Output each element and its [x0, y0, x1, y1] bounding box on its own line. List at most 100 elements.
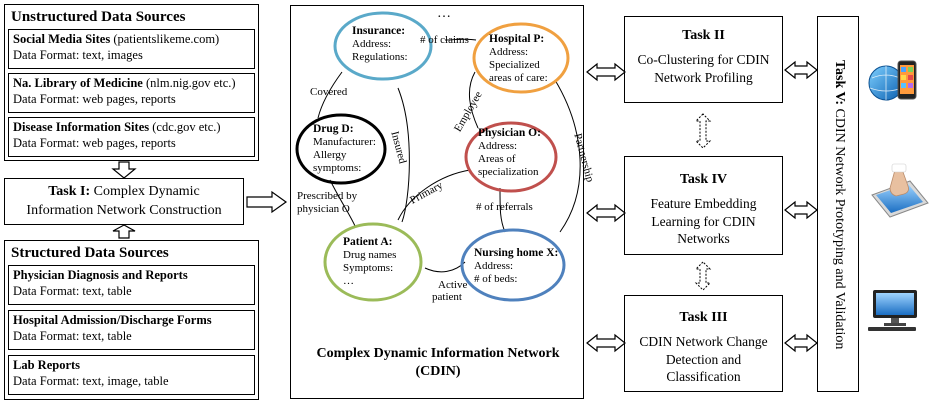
desktop-computer-icon — [868, 290, 917, 331]
task2-line2: Network Profiling — [654, 69, 753, 85]
source-format: Data Format: text, images — [13, 47, 143, 62]
cdin-ellipsis-top: … — [437, 6, 451, 21]
node-patient-ellipse — [323, 222, 423, 302]
source-format: Data Format: text, table — [13, 283, 132, 298]
source-url: (nlm.nig.gov etc.) — [142, 76, 236, 90]
task4-line3: Networks — [677, 231, 730, 247]
edge-hospital-physician — [468, 71, 479, 129]
network-nodes — [295, 11, 570, 302]
node-insurance-l1: Address: — [352, 38, 392, 51]
edge-hospital-nursing — [554, 79, 581, 233]
source-item-hospital: Hospital Admission/Discharge Forms Data … — [8, 310, 255, 350]
double-arrow-task2-task5 — [784, 60, 818, 80]
task3-box: Task III CDIN Network Change Detection a… — [624, 295, 783, 392]
edge-label-covered: Covered — [310, 86, 348, 98]
task1-label: Task I: — [48, 184, 91, 199]
double-arrow-task2 — [586, 62, 626, 82]
node-patient-l3: … — [343, 274, 354, 287]
node-drug-l1: Manufacturer: — [313, 136, 376, 149]
task3-line3: Classification — [666, 369, 741, 385]
node-hospital-ellipse — [472, 22, 570, 94]
node-insurance: Insurance: Address: Regulations: — [352, 25, 408, 64]
cdin-caption-line1: Complex Dynamic Information Network — [316, 346, 560, 361]
task1-line2: Information Network Construction — [26, 202, 222, 218]
edge-label-prescribed-2: physician O — [297, 203, 350, 215]
node-drug-l3: symptoms: — [313, 161, 362, 174]
node-physician-ellipse — [464, 121, 558, 193]
dashed-arrows-between-tasks — [694, 113, 712, 291]
task5-box: Task V: CDIN Network Prototyping and Val… — [817, 16, 859, 392]
source-item-lab: Lab Reports Data Format: text, image, ta… — [8, 355, 255, 395]
edge-label-prescribed-1: Prescribed by — [297, 190, 358, 202]
source-url: (patientslikeme.com) — [110, 32, 220, 46]
task5-rest: CDIN Network Prototyping and Validation — [832, 105, 847, 350]
source-format: Data Format: text, image, table — [13, 373, 169, 388]
source-url: (cdc.gov etc.) — [149, 120, 221, 134]
source-item-disease: Disease Information Sites (cdc.gov etc.)… — [8, 117, 255, 157]
edge-label-referrals: # of referrals — [476, 201, 533, 213]
task3-line2: Detection and — [665, 351, 742, 367]
double-arrow-task3 — [586, 333, 626, 353]
node-hospital-l3: areas of care: — [489, 71, 548, 84]
node-patient-l2: Symptoms: — [343, 261, 394, 274]
edge-physician-patient — [397, 169, 471, 221]
source-name: Na. Library of Medicine — [13, 76, 143, 90]
tablet-hand-icon — [871, 163, 929, 218]
arrow-unstructured-to-task1 — [111, 161, 137, 179]
task5-label: Task V: — [832, 60, 847, 106]
node-physician-title: Physician O: — [478, 127, 541, 139]
node-insurance-title: Insurance: — [352, 25, 406, 37]
source-name: Social Media Sites — [13, 32, 111, 46]
task3-title: Task III — [679, 310, 728, 325]
task1-line1: Complex Dynamic — [90, 184, 200, 199]
task4-box: Task IV Feature Embedding Learning for C… — [624, 156, 783, 255]
double-arrows-cdin-tasks — [586, 60, 818, 353]
source-item-physician: Physician Diagnosis and Reports Data For… — [8, 265, 255, 305]
double-arrow-task4 — [586, 203, 626, 223]
node-patient-l1: Drug names — [343, 249, 397, 262]
node-hospital-l2: Specialized — [489, 58, 540, 71]
node-physician-l1: Address: — [478, 140, 518, 153]
node-nursing-l1: Address: — [474, 260, 514, 273]
cdin-caption-line2: (CDIN) — [415, 364, 461, 379]
dashed-arrow-task4-task3 — [694, 261, 712, 291]
node-nursing: Nursing home X: Address: # of beds: — [474, 247, 558, 286]
edge-insurance-patient — [397, 87, 410, 223]
arrow-structured-to-task1 — [112, 224, 136, 239]
edge-insurance-drug — [317, 71, 343, 119]
network-edges — [317, 38, 581, 273]
node-nursing-ellipse — [460, 228, 566, 302]
node-hospital: Hospital P: Address: Specialized areas o… — [489, 33, 548, 84]
node-drug-l2: Allergy — [313, 148, 347, 161]
node-hospital-l1: Address: — [489, 46, 529, 59]
double-arrow-task3-task5 — [784, 333, 818, 353]
node-patient-title: Patient A: — [343, 236, 393, 248]
node-nursing-l2: # of beds: — [474, 272, 518, 285]
task4-title: Task IV — [679, 172, 728, 187]
edge-insurance-hospital — [444, 38, 477, 41]
source-item-social: Social Media Sites (patientslikeme.com) … — [8, 29, 255, 69]
source-format: Data Format: web pages, reports — [13, 135, 176, 150]
task3-line1: CDIN Network Change — [639, 334, 768, 350]
node-physician-l3: specialization — [478, 165, 539, 178]
structured-sources-panel: Structured Data Sources Physician Diagno… — [4, 240, 259, 400]
arrow-task1-to-cdin — [246, 190, 288, 214]
globe-phone-icon — [868, 60, 917, 101]
node-insurance-ellipse — [333, 11, 433, 81]
source-name: Lab Reports — [13, 358, 81, 372]
source-name: Hospital Admission/Discharge Forms — [13, 313, 212, 327]
edge-label-claims: # of claims — [420, 34, 469, 46]
node-insurance-l2: Regulations: — [352, 50, 408, 63]
edge-label-active-2: patient — [432, 291, 462, 303]
task5-text: Task V: CDIN Network Prototyping and Val… — [818, 17, 860, 393]
task4-line2: Learning for CDIN — [651, 213, 756, 229]
unstructured-sources-panel: Unstructured Data Sources Social Media S… — [4, 4, 259, 161]
dashed-arrow-task2-task4 — [694, 113, 712, 149]
cdin-panel — [290, 5, 584, 399]
node-patient: Patient A: Drug names Symptoms: … — [343, 236, 396, 287]
node-nursing-title: Nursing home X: — [474, 247, 559, 259]
edge-patient-nursing — [424, 261, 466, 273]
node-physician: Physician O: Address: Areas of specializ… — [478, 127, 541, 178]
node-drug-ellipse — [295, 113, 387, 185]
